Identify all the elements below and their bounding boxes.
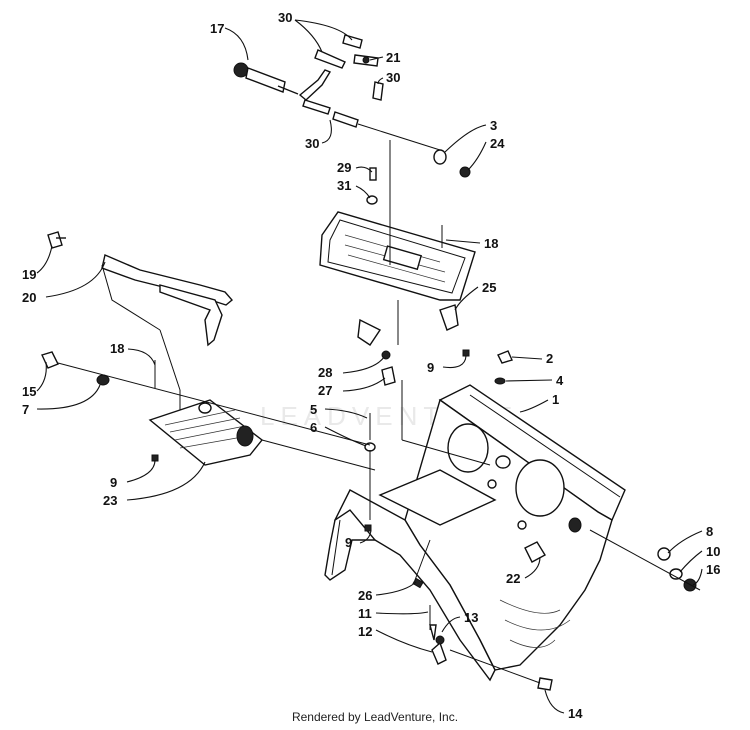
callout-9-lower: 9 xyxy=(345,535,352,550)
callout-18-left: 18 xyxy=(110,341,124,356)
callout-9-upper: 9 xyxy=(427,360,434,375)
footer-credit: Rendered by LeadVenture, Inc. xyxy=(291,710,459,724)
side-plate xyxy=(148,399,263,466)
callout-19: 19 xyxy=(22,267,36,282)
callout-13: 13 xyxy=(464,610,478,625)
callout-20: 20 xyxy=(22,290,36,305)
callout-21: 21 xyxy=(386,50,400,65)
callout-7: 7 xyxy=(22,402,29,417)
callout-1: 1 xyxy=(552,392,559,407)
callout-11: 11 xyxy=(358,606,372,621)
console-housing xyxy=(324,384,626,682)
callout-6: 6 xyxy=(310,420,317,435)
callout-23: 23 xyxy=(103,493,117,508)
leader-lines xyxy=(36,19,703,714)
assembly-lines xyxy=(57,300,701,684)
callout-12: 12 xyxy=(358,624,372,639)
callout-4: 4 xyxy=(556,373,564,388)
callout-28: 28 xyxy=(318,365,332,380)
callout-16: 16 xyxy=(706,562,720,577)
callout-31: 31 xyxy=(337,178,351,193)
callout-10: 10 xyxy=(706,544,720,559)
callout-3: 3 xyxy=(490,118,497,133)
control-knob-assembly xyxy=(233,34,441,265)
callout-15: 15 xyxy=(22,384,36,399)
callout-30-low: 30 xyxy=(305,136,319,151)
callout-30-mid: 30 xyxy=(386,70,400,85)
callout-17: 17 xyxy=(210,21,224,36)
callout-8: 8 xyxy=(706,524,713,539)
callout-30-top: 30 xyxy=(278,10,292,25)
callout-29: 29 xyxy=(337,160,351,175)
callout-25: 25 xyxy=(482,280,496,295)
callout-24: 24 xyxy=(490,136,505,151)
switch-lever xyxy=(47,231,233,391)
callout-22: 22 xyxy=(506,571,520,586)
callout-9-left: 9 xyxy=(110,475,117,490)
callout-2: 2 xyxy=(546,351,553,366)
callout-27: 27 xyxy=(318,383,332,398)
callouts: 30 17 21 30 30 3 24 29 31 18 25 19 20 18… xyxy=(22,10,720,721)
callout-5: 5 xyxy=(310,402,317,417)
decal-panel xyxy=(319,211,476,331)
callout-26: 26 xyxy=(358,588,372,603)
callout-14: 14 xyxy=(568,706,583,721)
callout-18-right: 18 xyxy=(484,236,498,251)
